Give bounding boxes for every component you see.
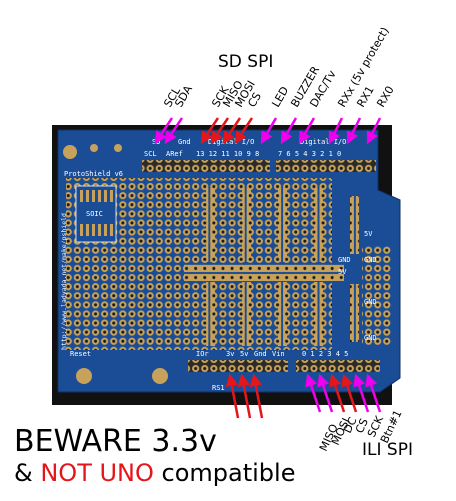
strip-row-2 [184,272,344,281]
silk-soic: SOIC [86,210,103,218]
silk-row-label-2: GND [364,256,377,264]
bottom-header-right-pads [296,360,380,372]
bottom-header-left-pads [188,360,288,372]
silk-url: http://www.ladyada.net/make/pshield [60,213,68,350]
led-pad-2 [90,144,98,152]
strip-col-8 [314,282,323,346]
silk-top2-1: SCL [144,150,157,158]
silk-top2-2: ARef [166,150,183,158]
beware-warning-line2: & NOT UNO compatible [14,458,295,488]
silk-row-label-1: 5V [364,230,373,238]
top-header-pads [142,160,376,172]
ili-spi-callout: ILI SPI [362,440,413,460]
led-pad-3 [114,144,122,152]
silk-row-label-3: 5V [338,268,347,276]
silk-row-label-4: GND [338,256,351,264]
strip-col-6 [242,282,251,346]
silk-top-4: Digital I/O [300,138,346,146]
silk-bot-5: Vin [272,350,285,358]
silk-bot-4: Gnd [254,350,267,358]
silk-bot-1: IOr [196,350,209,358]
reset-pad-1 [76,368,92,384]
silk-row-label-6: GND [364,334,377,342]
silk-bot-2: 3v [226,350,234,358]
silk-top2-4: 7 6 5 4 3 2 1 0 [278,150,341,158]
silk-top2-3: 13 12 11 10 9 8 [196,150,259,158]
compatible-text: compatible [154,459,296,487]
label-sda: SDA [172,83,195,110]
silk-reset: Reset [70,350,91,358]
strip-right-1 [350,196,359,254]
strip-col-1 [206,188,215,262]
led-pad-1 [63,145,77,159]
strip-col-4 [314,188,323,262]
sd-spi-callout: SD SPI [218,52,273,72]
label-led: LED [269,84,291,109]
silk-bot-6: 0 1 2 3 4 5 [302,350,348,358]
beware-warning-line1: BEWARE 3.3v [14,425,217,459]
silk-bot-3: 5v [240,350,248,358]
label-rx0: RX0 [374,84,396,110]
beware-prefix: & [14,459,40,487]
silk-rs1: RS1 [212,384,225,392]
silk-row-label-5: GND [364,298,377,306]
strip-col-5 [206,282,215,346]
strip-right-2 [350,284,359,342]
not-uno-text: NOT UNO [40,459,154,487]
reset-pad-2 [152,368,168,384]
silk-top-2: Gnd [178,138,191,146]
strip-col-7 [278,282,287,346]
strip-row-1 [184,263,344,272]
silk-board-name: ProtoShield v6 [64,170,123,178]
strip-col-3 [278,188,287,262]
strip-col-2 [242,188,251,262]
